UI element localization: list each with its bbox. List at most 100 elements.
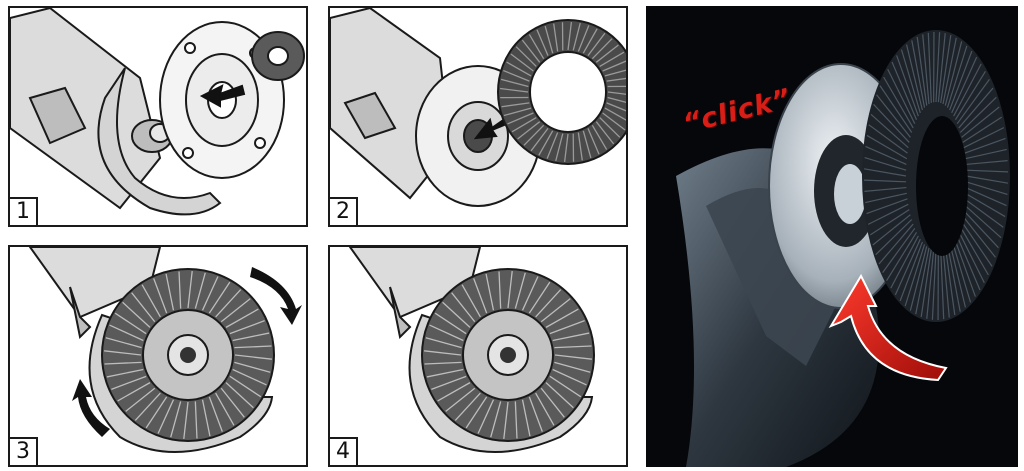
disc-rib [220,387,245,418]
disc-rib [951,238,972,303]
disc-rib [582,28,598,54]
disc-rib [234,354,272,360]
disc-rib [515,46,537,67]
disc-rib [424,350,462,356]
disc-rib [872,214,911,246]
disc-rib [490,401,502,438]
disc-rib [864,156,907,171]
disc-rib [866,134,908,160]
disc-rib [473,278,488,314]
disc-rib [183,401,189,439]
disc-rib [507,112,534,125]
disc-rib [863,168,907,177]
disc-rib [591,38,613,60]
disc-rib [890,235,919,289]
step-3-panel: 3 [8,245,308,467]
disc-rib [178,271,182,309]
insert-arrow [199,84,246,108]
disc-rib [949,50,973,111]
disc-rib [927,32,932,103]
disc-rib [958,87,994,129]
disc-rib [875,219,913,256]
disc-rib [876,94,911,138]
disc-rib [225,382,254,409]
disc-rib [445,387,476,412]
disc-rib [964,137,1006,154]
disc-rib [959,96,997,133]
disc-rib [546,132,559,159]
disc-rib [599,117,621,138]
disc-rib [940,34,952,103]
disc-rib [922,34,930,105]
disc-rib [117,382,151,402]
disc-rib [187,271,193,309]
disc-rib [891,61,918,120]
disc-rib [909,246,928,311]
disc-rib [951,56,978,114]
disc-rib [232,368,267,386]
disc-rib [552,332,590,342]
disc-rib [963,203,1002,239]
disc-rib [530,127,549,152]
disc-rib [424,361,462,365]
disc-rib [962,116,1003,143]
disc-rib [232,332,270,342]
disc-rib [106,368,144,378]
disc-rib [591,124,608,150]
disc-rib [958,223,989,276]
disc-rib [503,107,532,117]
disc-rib [141,284,161,318]
disc-rib [540,298,571,323]
disc-rib [157,399,175,434]
disc-rib [878,223,914,265]
disc-rib [587,32,606,57]
disc-rib [549,320,585,335]
disc-rib [553,23,559,52]
disc-rib [220,298,251,323]
disc-rib [946,45,968,108]
disc-rib [498,271,502,309]
disc-rib [514,401,518,439]
disc-rib [949,241,967,308]
disc-rib [868,124,908,154]
disc-rib [864,186,907,192]
disc-rib [461,284,481,318]
disc-rib [517,121,541,140]
product-photo: “click” [646,6,1018,467]
disc-rib [866,198,908,215]
disc-rib [208,281,231,314]
disc-rib [916,36,928,106]
disc-rib [545,308,579,328]
disc-rib [552,368,587,386]
disc-rib [545,382,574,409]
disc-rib [521,399,531,437]
disc-rib [234,361,271,373]
disc-rib [953,63,982,117]
disc-rib [964,198,1004,228]
step-1-illustration [10,8,305,216]
disc-rib [215,289,242,318]
disc-rib [905,44,923,111]
disc-rib [896,55,919,117]
disc-rib [503,401,509,439]
disc-rib [229,320,265,335]
disc-rib [577,25,590,52]
disc-rib [536,29,549,56]
disc-rib [582,130,592,159]
disc-rib [437,382,471,402]
disc-rib [194,401,198,439]
disc-rib [965,148,1007,160]
wheel-guard [97,67,222,216]
disc-rib [965,181,1008,196]
disc-rib [535,289,562,318]
disc-rib [946,244,961,312]
disc-rib [510,53,534,72]
disc-rib [865,192,907,204]
disc-rib [208,396,223,432]
disc-rib [865,145,907,165]
step-number: 2 [330,197,358,225]
disc-rib [953,235,976,297]
step-1-panel: 1 [8,6,308,227]
disc-rib [900,49,921,114]
disc-rib [587,128,600,155]
